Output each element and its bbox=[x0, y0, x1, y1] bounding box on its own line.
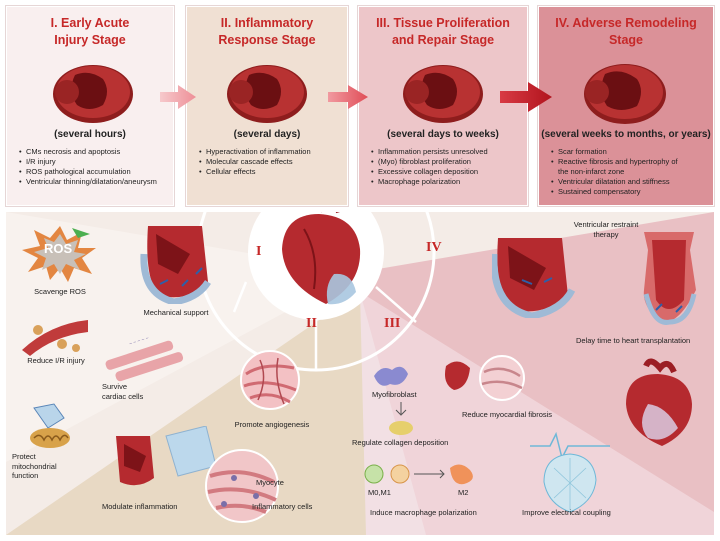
arrow-2-icon bbox=[328, 85, 368, 109]
stage-3-duration: (several days to weeks) bbox=[387, 129, 499, 140]
restraint-device-icon bbox=[643, 232, 697, 325]
svg-text:~ ~ ~ ~ ~: ~ ~ ~ ~ ~ bbox=[129, 335, 150, 347]
heart-cross-section-icon bbox=[584, 64, 666, 124]
stage-1-title: I. Early Acute Injury Stage bbox=[50, 16, 130, 47]
stage-2-panel: II. Inflammatory Response Stage (several… bbox=[186, 6, 348, 206]
list-item: Hyperactivation of inflammation bbox=[199, 147, 341, 157]
quadrant-backgrounds bbox=[6, 212, 714, 535]
label-improve-electrical-coupling: Improve electrical coupling bbox=[522, 508, 611, 517]
label-reduce-ir-injury: Reduce I/R injury bbox=[27, 356, 85, 365]
collagen-arrow-icon bbox=[389, 402, 413, 435]
list-item: I/R injury bbox=[19, 157, 167, 167]
list-item: Scar formation bbox=[551, 147, 707, 157]
ros-splash-icon bbox=[22, 226, 96, 282]
list-item: Reactive fibrosis and hypertrophy of the… bbox=[551, 157, 707, 177]
heart-support-icon bbox=[140, 226, 211, 304]
sector-label-I: I bbox=[256, 244, 262, 259]
label-modulate-inflammation: Modulate inflammation bbox=[102, 502, 178, 511]
list-item: Sustained compensatory bbox=[551, 187, 707, 197]
ros-badge: ROS bbox=[44, 241, 73, 256]
inflammation-icon bbox=[116, 426, 279, 523]
stage-3-list: Inflammation persists unresolved (Myo) f… bbox=[371, 147, 521, 187]
stage-1-list: CMs necrosis and apoptosis I/R injury RO… bbox=[19, 147, 167, 187]
label-scavenge-ros: Scavenge ROS bbox=[34, 287, 86, 296]
label-induce-macrophage-polarization: Induce macrophage polarization bbox=[370, 508, 477, 517]
vessel-icon bbox=[22, 320, 88, 356]
label-m0-m1: M0,M1 bbox=[368, 488, 391, 497]
heart-icon bbox=[282, 212, 361, 305]
stage-4-panel: IV. Adverse Remodeling Stage (several we… bbox=[538, 6, 714, 206]
electrical-heart-icon bbox=[530, 432, 610, 513]
myofibroblast-icon bbox=[374, 366, 408, 386]
label-inflammatory-cells: Inflammatory cells bbox=[252, 502, 313, 511]
list-item: (Myo) fibroblast proliferation bbox=[371, 157, 521, 167]
transplant-heart-icon bbox=[626, 358, 692, 446]
stage-1-duration: (several hours) bbox=[54, 129, 126, 140]
list-item: CMs necrosis and apoptosis bbox=[19, 147, 167, 157]
heart-cross-section-icon bbox=[227, 65, 307, 123]
restraint-heart-icon bbox=[492, 238, 576, 318]
label-regulate-collagen-deposition: Regulate collagen deposition bbox=[352, 438, 449, 447]
therapy-diagram: I II III IV ROS Scavenge ROS Mechanical … bbox=[6, 212, 714, 535]
list-item: Molecular cascade effects bbox=[199, 157, 341, 167]
label-reduce-myocardial-fibrosis: Reduce myocardial fibrosis bbox=[462, 410, 553, 419]
angiogenesis-icon bbox=[240, 350, 300, 410]
cardiac-cells-icon: ~ ~ ~ ~ ~ bbox=[105, 335, 184, 382]
sector-label-II: II bbox=[306, 316, 317, 331]
list-item: Inflammation persists unresolved bbox=[371, 147, 521, 157]
arrow-1-icon bbox=[160, 85, 196, 109]
label-promote-angiogenesis: Promote angiogenesis bbox=[234, 420, 310, 429]
list-item: Macrophage polarization bbox=[371, 177, 521, 187]
label-survive-cardiac-cells: Survive cardiac cells bbox=[102, 382, 144, 401]
label-protect-mitochondrial-function: Protect mitochondrial function bbox=[12, 452, 57, 480]
label-mechanical-support: Mechanical support bbox=[143, 308, 209, 317]
label-myocyte: Myocyte bbox=[256, 478, 284, 487]
label-ventricular-restraint-therapy: Ventricular restraint therapy bbox=[573, 220, 639, 239]
stage-2-title: II. Inflammatory Response Stage bbox=[218, 16, 316, 47]
macrophage-icon bbox=[364, 464, 473, 485]
stage-3-title: III. Tissue Proliferation and Repair Sta… bbox=[376, 16, 510, 47]
label-delay-heart-transplantation: Delay time to heart transplantation bbox=[576, 336, 691, 345]
list-item: ROS pathological accumulation bbox=[19, 167, 167, 177]
list-item: Excessive collagen deposition bbox=[371, 167, 521, 177]
stage-4-title: IV. Adverse Remodeling Stage bbox=[555, 16, 697, 47]
stage-3-panel: III. Tissue Proliferation and Repair Sta… bbox=[358, 6, 528, 206]
list-item: Cellular effects bbox=[199, 167, 341, 177]
stage-arrows bbox=[160, 82, 552, 112]
label-m2: M2 bbox=[458, 488, 469, 497]
heart-cross-section-icon bbox=[403, 65, 483, 123]
mitochondria-icon bbox=[30, 403, 70, 448]
sector-label-IV: IV bbox=[426, 240, 442, 255]
arrow-3-icon bbox=[500, 82, 552, 112]
list-item: Ventricular thinning/dilatation/aneurysm bbox=[19, 177, 167, 187]
list-item: Ventricular dilatation and stiffness bbox=[551, 177, 707, 187]
stage-4-list: Scar formation Reactive fibrosis and hyp… bbox=[551, 147, 707, 197]
sector-label-III: III bbox=[384, 316, 401, 331]
heart-cross-section-icon bbox=[53, 65, 133, 123]
stage-2-list: Hyperactivation of inflammation Molecula… bbox=[199, 147, 341, 177]
stage-2-duration: (several days) bbox=[233, 129, 301, 140]
fibrosis-icon bbox=[445, 355, 525, 401]
stage-4-duration: (several weeks to months, or years) bbox=[541, 129, 711, 140]
label-myofibroblast: Myofibroblast bbox=[372, 390, 417, 399]
stage-1-panel: I. Early Acute Injury Stage (several hou… bbox=[6, 6, 174, 206]
